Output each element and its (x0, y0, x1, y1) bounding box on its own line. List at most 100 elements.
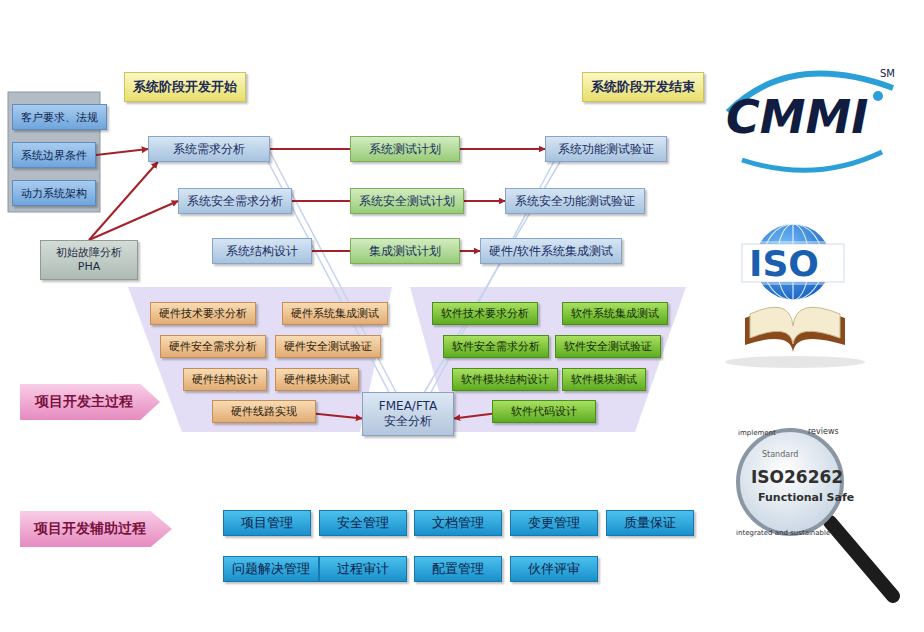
software-box: 软件安全需求分析 (443, 335, 549, 358)
hardware-box: 硬件技术要求分析 (150, 302, 256, 325)
node-text: FMEA/FTA 安全分析 (371, 399, 445, 429)
flow-arrow (464, 200, 505, 202)
software-box: 软件模块测试 (562, 368, 646, 391)
lens-text: Functional Safe (758, 492, 854, 504)
flow-arrow (316, 414, 362, 419)
node-text: 软件模块测试 (571, 372, 637, 387)
label-text: reviews (808, 427, 839, 436)
software-box: 软件安全测试验证 (555, 335, 661, 358)
flow-arrow (292, 200, 350, 202)
node-text: 集成测试计划 (369, 243, 441, 260)
support-box: 安全管理 (319, 510, 407, 536)
flow-arrow (460, 250, 480, 252)
flow-arrow (89, 162, 158, 240)
support-box: 伙伴评审 (510, 556, 598, 582)
iso-logo (725, 224, 865, 368)
lens-text: Standard (762, 451, 798, 460)
node-text: 硬件系统集成测试 (291, 306, 379, 321)
node-text: 配置管理 (432, 560, 484, 578)
safety-box: FMEA/FTA 安全分析 (362, 392, 454, 436)
node-text: 系统阶段开发结束 (591, 78, 695, 96)
iso-wordmark: ISO (749, 244, 819, 284)
hardware-box: 硬件线路实现 (212, 400, 316, 423)
support-box: 问题解决管理 (223, 556, 319, 582)
node-text: 客户要求、法规 (21, 110, 98, 125)
node-text: 伙伴评审 (528, 560, 580, 578)
phase-end: 系统阶段开发结束 (582, 72, 704, 102)
hardware-region (128, 287, 392, 432)
flow-arrow (96, 149, 148, 155)
node-text: 系统测试计划 (369, 141, 441, 158)
node-text: 初始故障分析 PHA (49, 246, 129, 274)
label-text: ISO26262 (751, 467, 843, 487)
node-text: 软件系统集成测试 (571, 306, 659, 321)
label-text: CMMI (726, 90, 868, 144)
hardware-box: 硬件结构设计 (183, 368, 267, 391)
plan-box: 系统测试计划 (350, 136, 460, 162)
node-text: 系统阶段开发开始 (133, 78, 237, 96)
flow-arrow (270, 148, 350, 150)
node-text: 问题解决管理 (232, 560, 310, 578)
node-text: 项目开发主过程 (35, 393, 133, 411)
node-text: 系统结构设计 (226, 243, 298, 260)
node-text: 系统安全功能测试验证 (515, 193, 635, 210)
node-text: 动力系统架构 (21, 186, 87, 201)
system-box: 系统安全需求分析 (178, 188, 292, 214)
hardware-box: 硬件模块测试 (275, 368, 359, 391)
software-box: 软件代码设计 (492, 400, 596, 423)
lens-title: ISO26262 (751, 468, 843, 487)
node-text: 硬件模块测试 (284, 372, 350, 387)
phase-start: 系统阶段开发开始 (124, 72, 246, 102)
node-text: 硬件安全需求分析 (169, 339, 257, 354)
node-text: 安全管理 (337, 514, 389, 532)
software-box: 软件技术要求分析 (432, 302, 538, 325)
support-box: 变更管理 (510, 510, 598, 536)
flow-arrow (460, 148, 545, 150)
cmmi-wordmark: CMMI (726, 92, 868, 143)
software-box: 软件模块结构设计 (452, 368, 558, 391)
label-text: Functional Safe (758, 491, 854, 504)
node-text: 硬件/软件系统集成测试 (489, 243, 613, 260)
node-text: 硬件线路实现 (231, 404, 297, 419)
system-box: 系统安全功能测试验证 (505, 188, 645, 214)
node-text: 变更管理 (528, 514, 580, 532)
system-box: 硬件/软件系统集成测试 (480, 238, 622, 264)
service-mark: SM (880, 68, 895, 79)
support-box: 配置管理 (414, 556, 502, 582)
node-text: 文档管理 (432, 514, 484, 532)
label-text: implement (738, 429, 776, 437)
label-text: ISO (749, 243, 819, 284)
node-text: 硬件安全测试验证 (284, 339, 372, 354)
lens-text: reviews (808, 428, 839, 437)
lens-text: integrated and sustainable (736, 530, 830, 538)
analysis-box: 初始故障分析 PHA (40, 240, 138, 280)
support-box: 项目管理 (223, 510, 311, 536)
magnifier (738, 430, 893, 596)
node-text: 系统需求分析 (173, 141, 245, 158)
process-arrow: 项目开发辅助过程 (20, 511, 172, 547)
node-text: 过程审计 (337, 560, 389, 578)
input-box: 系统边界条件 (12, 142, 96, 168)
flow-arrow (89, 201, 178, 240)
node-text: 软件安全测试验证 (564, 339, 652, 354)
label-text: integrated and sustainable (736, 529, 830, 537)
support-box: 过程审计 (319, 556, 407, 582)
input-box: 动力系统架构 (12, 180, 96, 206)
node-text: 系统安全需求分析 (187, 193, 283, 210)
node-text: 系统功能测试验证 (558, 141, 654, 158)
label-text: SM (880, 68, 895, 79)
node-text: 软件技术要求分析 (441, 306, 529, 321)
plan-box: 集成测试计划 (350, 238, 460, 264)
hardware-box: 硬件安全需求分析 (160, 335, 266, 358)
node-text: 质量保证 (624, 514, 676, 532)
node-text: 硬件结构设计 (192, 372, 258, 387)
software-box: 软件系统集成测试 (562, 302, 668, 325)
system-box: 系统功能测试验证 (545, 136, 667, 162)
support-box: 文档管理 (414, 510, 502, 536)
plan-box: 系统安全测试计划 (350, 188, 464, 214)
node-text: 项目管理 (241, 514, 293, 532)
node-text: 硬件技术要求分析 (159, 306, 247, 321)
process-arrow: 项目开发主过程 (20, 384, 160, 420)
node-text: 软件安全需求分析 (452, 339, 540, 354)
